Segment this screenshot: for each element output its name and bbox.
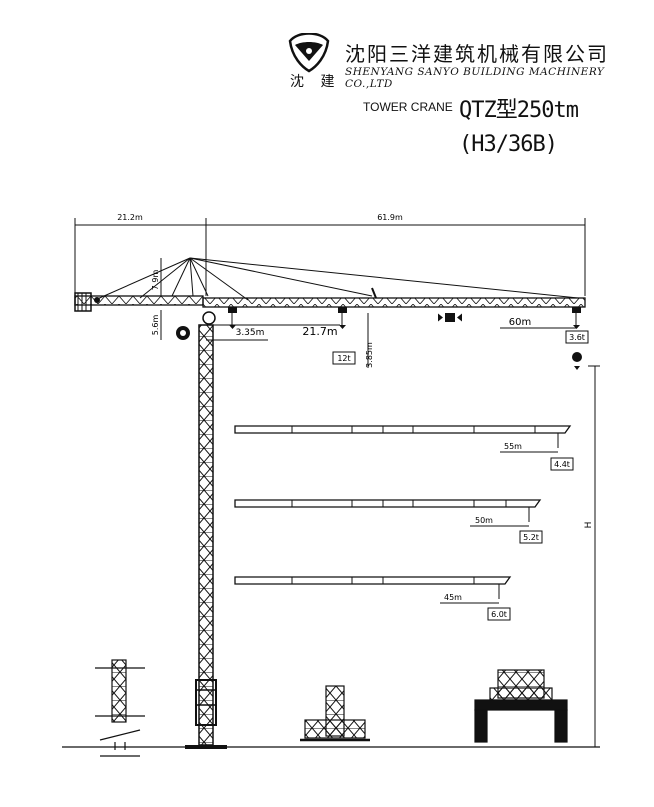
max-load-radius: 21.7m — [302, 325, 337, 338]
model-title: QTZ型250tm — [459, 98, 579, 123]
product-type: TOWER CRANE — [363, 100, 453, 114]
jib-55-load: 4.4t — [554, 460, 570, 469]
jib-option-45 — [234, 576, 512, 621]
min-radius: 3.35m — [236, 328, 265, 338]
jib-length: 61.9m — [377, 213, 403, 222]
height-label: H — [584, 522, 594, 529]
climbing-frame-base — [95, 659, 145, 757]
counter-jib-length: 21.2m — [117, 213, 143, 222]
slewing-unit — [176, 311, 216, 340]
logo-chars: 沈 建 — [290, 74, 341, 90]
jib-option-55 — [234, 425, 574, 471]
tip-radius: 60m — [509, 317, 531, 328]
jib-45-radius: 45m — [444, 593, 462, 602]
max-load: 12t — [337, 354, 350, 363]
hook-block-icon — [572, 352, 582, 362]
top-height: 7.9m — [151, 270, 160, 291]
jib-option-50 — [234, 499, 543, 544]
counterweight — [74, 292, 92, 312]
jib-45-load: 6.0t — [491, 610, 507, 619]
trolley-clearance: 3.85m — [365, 342, 374, 368]
company-logo-icon — [288, 33, 330, 73]
ballast-base — [300, 685, 370, 742]
model-code: (H3/36B) — [459, 132, 558, 157]
portal-base — [474, 669, 568, 743]
counter-jib — [74, 292, 204, 312]
company-name-en: SHENYANG SANYO BUILDING MACHINERY CO.,LT… — [345, 66, 605, 90]
company-name-cn: 沈阳三洋建筑机械有限公司 — [345, 42, 609, 66]
jib-50-radius: 50m — [475, 516, 493, 525]
jib-55-radius: 55m — [504, 442, 522, 451]
tip-load: 3.6t — [569, 333, 585, 342]
jib-50-load: 5.2t — [523, 533, 539, 542]
cab-height: 5.6m — [151, 315, 160, 336]
tower-mast — [185, 324, 227, 749]
main-jib — [202, 287, 586, 329]
tower-head — [94, 257, 579, 301]
trolley-direction-icon — [438, 313, 462, 322]
dimension-lines — [74, 218, 600, 747]
